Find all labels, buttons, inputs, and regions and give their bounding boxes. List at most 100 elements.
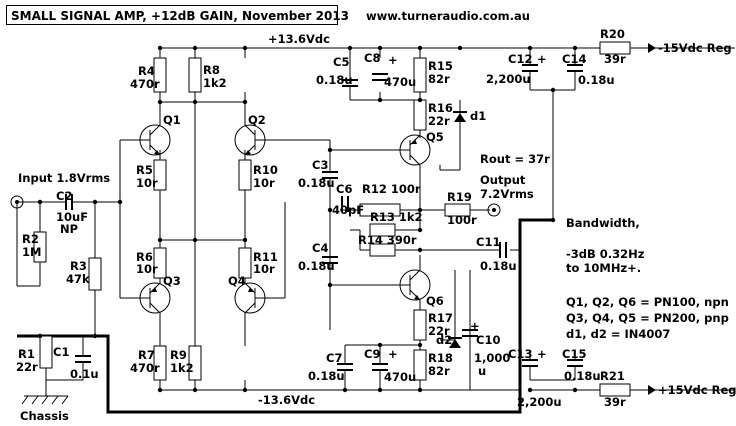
transistor-Q2 bbox=[234, 120, 266, 160]
label-C12: C12 bbox=[508, 52, 532, 66]
label-R4: R4 bbox=[138, 64, 155, 78]
unit-C10: u bbox=[478, 364, 486, 378]
label-R8: R8 bbox=[203, 63, 220, 77]
arrow-right-icon bbox=[648, 43, 656, 53]
resistor-R7 bbox=[153, 345, 167, 381]
value-R20: 39r bbox=[604, 52, 626, 66]
value-R8: 1k2 bbox=[203, 76, 227, 90]
value-C1: 0.1u bbox=[70, 367, 99, 381]
input-jack bbox=[10, 195, 24, 209]
plus-C13: + bbox=[537, 347, 547, 361]
label-R13: R13 1k2 bbox=[370, 210, 423, 224]
label-C14: C14 bbox=[562, 52, 586, 66]
transistor-Q4 bbox=[234, 278, 266, 318]
resistor-R10 bbox=[238, 159, 252, 191]
value-C5: 0.18u bbox=[316, 73, 353, 87]
label-d2: d2 bbox=[436, 333, 452, 347]
label-C7: C7 bbox=[326, 351, 342, 365]
label-R17: R17 bbox=[428, 311, 453, 325]
capacitor-C11 bbox=[499, 242, 507, 258]
value-R11: 10r bbox=[253, 262, 275, 276]
label-R18: R18 bbox=[428, 351, 453, 365]
resistor-R17 bbox=[413, 309, 427, 341]
label-C3: C3 bbox=[312, 158, 328, 172]
label-R12: R12 100r bbox=[362, 182, 421, 196]
label-C15: C15 bbox=[562, 347, 586, 361]
resistor-R18 bbox=[413, 349, 427, 381]
diodes bbox=[448, 111, 467, 348]
resistors bbox=[33, 41, 631, 397]
transistor-Q6 bbox=[399, 268, 431, 301]
value-C7: 0.18u bbox=[308, 369, 345, 383]
label-R10: R10 bbox=[253, 163, 278, 177]
diode-note: d1, d2 = IN4007 bbox=[566, 327, 670, 341]
label-R21: R21 bbox=[600, 369, 625, 383]
label-C8: C8 bbox=[364, 51, 380, 65]
label-C2: C2 bbox=[56, 189, 72, 203]
label-C6: C6 bbox=[336, 182, 352, 196]
label-R7: R7 bbox=[138, 348, 155, 362]
label-d1: d1 bbox=[470, 109, 486, 123]
bandwidth-label: Bandwidth, bbox=[566, 216, 640, 230]
chassis-ground-icon bbox=[21, 368, 69, 405]
label-R15: R15 bbox=[428, 59, 453, 73]
page-title: SMALL SIGNAL AMP, +12dB GAIN, November 2… bbox=[11, 9, 349, 23]
resistor-R4 bbox=[153, 57, 167, 93]
capacitor-C8 bbox=[372, 73, 388, 81]
resistor-R8 bbox=[188, 57, 202, 93]
label-C5: C5 bbox=[333, 55, 349, 69]
label-R14: R14 390r bbox=[358, 233, 417, 247]
value-R16: 22r bbox=[428, 114, 450, 128]
diode-d1 bbox=[453, 111, 467, 122]
output-level-label: 7.2Vrms bbox=[480, 187, 534, 201]
value-C8: 470u bbox=[384, 75, 416, 89]
npn-note: Q1, Q2, Q6 = PN100, npn bbox=[566, 295, 729, 309]
ground-bus bbox=[17, 218, 553, 414]
label-Q5: Q5 bbox=[426, 130, 444, 144]
value-R2: 1M bbox=[22, 245, 41, 259]
bandwidth-range-label: to 10MHz+. bbox=[566, 261, 641, 275]
value-R4: 470r bbox=[130, 77, 160, 91]
value-R18: 82r bbox=[428, 364, 450, 378]
resistor-R15 bbox=[413, 57, 427, 93]
rout-label: Rout = 37r bbox=[480, 152, 550, 166]
value-R5: 10r bbox=[136, 176, 158, 190]
value-R15: 82r bbox=[428, 72, 450, 86]
neg-rail-label: -13.6Vdc bbox=[258, 393, 315, 407]
resistor-R12 bbox=[359, 203, 401, 217]
label-C11: C11 bbox=[476, 235, 500, 249]
value-C15: 0.18u bbox=[564, 369, 601, 383]
label-C13: C13 bbox=[508, 347, 532, 361]
label-Q1: Q1 bbox=[163, 113, 181, 127]
label-R20: R20 bbox=[600, 27, 625, 41]
label-R9: R9 bbox=[170, 348, 187, 362]
supply-arrows bbox=[630, 43, 656, 395]
np-C2: NP bbox=[60, 222, 78, 236]
chassis-label: Chassis bbox=[20, 409, 69, 423]
resistor-R16 bbox=[413, 99, 427, 131]
resistor-R1 bbox=[39, 335, 53, 369]
value-C14: 0.18u bbox=[578, 73, 615, 87]
value-C11: 0.18u bbox=[480, 259, 517, 273]
label-R19: R19 bbox=[447, 190, 472, 204]
value-R21: 39r bbox=[604, 395, 626, 409]
plus-C10: + bbox=[470, 319, 480, 333]
website-url: www.turneraudio.com.au bbox=[366, 9, 530, 23]
value-R3: 47k bbox=[66, 272, 90, 286]
bandwidth-db-label: -3dB 0.32Hz bbox=[566, 247, 645, 261]
value-C2: 10uF bbox=[56, 210, 88, 224]
value-R6: 10r bbox=[136, 262, 158, 276]
label-Q4: Q4 bbox=[228, 274, 246, 288]
value-C10: 1,000 bbox=[474, 351, 510, 365]
value-R17: 22r bbox=[428, 324, 450, 338]
transistor-Q5 bbox=[399, 130, 431, 166]
value-C12: 2,200u bbox=[486, 72, 531, 86]
value-R9: 1k2 bbox=[170, 361, 194, 375]
value-R19: 100r bbox=[447, 213, 477, 227]
arrow-right-icon bbox=[648, 385, 656, 395]
resistor-R3 bbox=[88, 257, 102, 291]
capacitor-C6 bbox=[341, 196, 349, 212]
label-R5: R5 bbox=[136, 163, 153, 177]
